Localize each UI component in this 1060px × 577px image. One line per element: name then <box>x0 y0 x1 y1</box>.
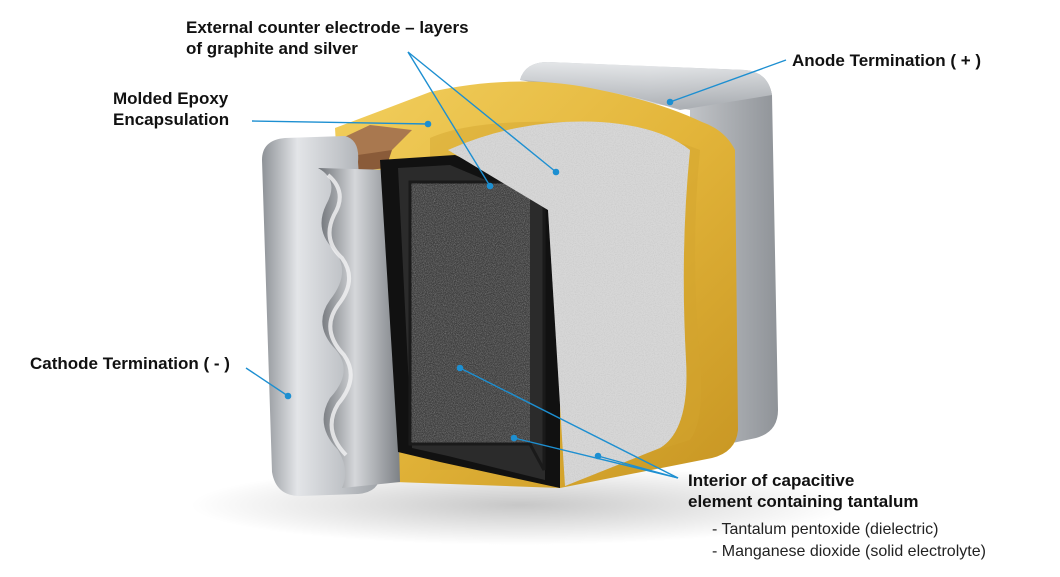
leader-dot <box>666 98 674 106</box>
leader-interior-c <box>597 455 679 479</box>
detail-tantalum-pentoxide: - Tantalum pentoxide (dielectric) <box>712 521 939 538</box>
anode-termination-top <box>520 62 772 110</box>
label-anode-termination: Anode Termination ( + ) <box>792 51 982 70</box>
cathode-wavy-cut <box>318 168 400 488</box>
tantalum-front-speckle <box>410 182 530 444</box>
leader-dot <box>486 182 494 190</box>
leader-lines <box>245 51 787 479</box>
cathode-highlight <box>326 173 353 457</box>
leader-interior-a <box>459 367 679 479</box>
detail-manganese-dioxide: - Manganese dioxide (solid electrolyte) <box>712 543 986 560</box>
leader-dot <box>284 392 292 400</box>
leader-molded-epoxy <box>251 120 429 125</box>
label-cathode-termination: Cathode Termination ( - ) <box>30 354 230 373</box>
leader-counter-electrode-b <box>407 51 557 173</box>
leader-anode-termination <box>669 59 787 103</box>
leader-dot <box>510 434 518 442</box>
leader-dot <box>424 120 432 128</box>
leader-cathode-termination <box>245 367 289 397</box>
label-interior-element: Interior of capacitive element containin… <box>688 471 919 511</box>
label-external-counter-electrode: External counter electrode – layers of g… <box>186 18 469 58</box>
leader-dot <box>594 452 602 460</box>
leader-counter-electrode-a <box>407 51 491 187</box>
label-molded-epoxy: Molded Epoxy Encapsulation <box>113 89 230 129</box>
leader-dot <box>552 168 560 176</box>
leader-dot <box>456 364 464 372</box>
tantalum-side-speckle <box>448 121 690 487</box>
